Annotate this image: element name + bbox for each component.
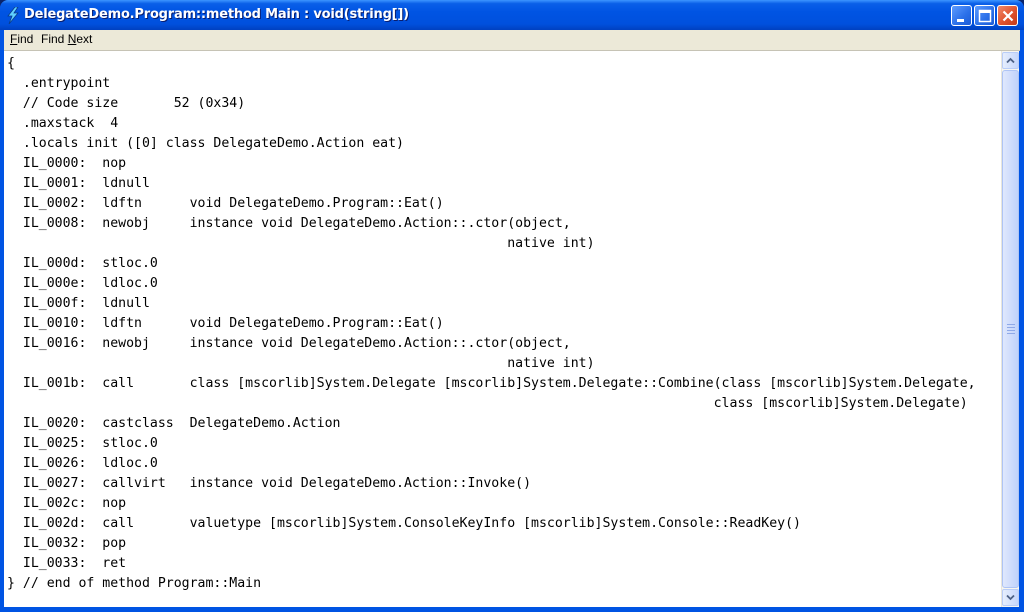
code-line: IL_0008: newobj instance void DelegateDe… — [7, 216, 571, 231]
code-line: IL_0033: ret — [7, 556, 127, 571]
code-line: IL_001b: call class [mscorlib]System.Del… — [7, 376, 976, 391]
code-line: IL_0032: pop — [7, 536, 127, 551]
minimize-icon — [957, 19, 964, 22]
menu-find[interactable]: Find — [10, 32, 33, 46]
code-line: IL_0020: castclass DelegateDemo.Action — [7, 416, 341, 431]
scroll-down-button[interactable] — [1002, 589, 1019, 606]
code-line: // Code size 52 (0x34) — [7, 96, 246, 111]
code-line: .entrypoint — [7, 76, 111, 91]
code-line: IL_002d: call valuetype [mscorlib]System… — [7, 516, 801, 531]
il-code-view[interactable]: { .entrypoint // Code size 52 (0x34) .ma… — [4, 51, 1001, 607]
title-bar[interactable]: DelegateDemo.Program::method Main : void… — [0, 0, 1024, 30]
window-frame-left — [0, 30, 4, 612]
code-line: IL_0026: ldloc.0 — [7, 456, 158, 471]
ildasm-lightning-icon — [7, 7, 19, 24]
window-title: DelegateDemo.Program::method Main : void… — [24, 7, 409, 22]
thumb-grip — [1007, 324, 1015, 325]
maximize-icon — [978, 9, 992, 23]
code-line: IL_0025: stloc.0 — [7, 436, 158, 451]
code-line: { — [7, 56, 15, 71]
code-line: .maxstack 4 — [7, 116, 119, 131]
code-line: class [mscorlib]System.Delegate) — [7, 396, 968, 411]
menu-bar: Find Find Next — [4, 30, 1020, 51]
menu-find-rest: ind — [17, 32, 34, 46]
code-line: native int) — [7, 236, 595, 251]
menu-find-next[interactable]: Find Next — [41, 32, 92, 46]
code-line: IL_0027: callvirt instance void Delegate… — [7, 476, 532, 491]
code-line: IL_0010: ldftn void DelegateDemo.Program… — [7, 316, 444, 331]
code-line: IL_000e: ldloc.0 — [7, 276, 158, 291]
close-button[interactable] — [997, 5, 1018, 26]
close-icon — [1002, 10, 1014, 22]
menu-find-mnemonic: F — [10, 32, 18, 46]
thumb-grip — [1007, 330, 1015, 331]
thumb-grip — [1007, 333, 1015, 334]
il-code: { .entrypoint // Code size 52 (0x34) .ma… — [7, 54, 976, 594]
scroll-up-button[interactable] — [1002, 52, 1019, 69]
scrollbar-thumb[interactable] — [1002, 70, 1019, 588]
chevron-down-icon — [1006, 594, 1015, 601]
menu-find-next-mnemonic: N — [67, 32, 77, 46]
thumb-grip — [1007, 327, 1015, 328]
code-line: .locals init ([0] class DelegateDemo.Act… — [7, 136, 404, 151]
code-line: IL_0016: newobj instance void DelegateDe… — [7, 336, 571, 351]
menu-find-next-rest: ext — [76, 32, 93, 46]
code-line: IL_0000: nop — [7, 156, 127, 171]
window-frame-bottom — [0, 607, 1024, 612]
code-line: IL_000f: ldnull — [7, 296, 150, 311]
chevron-up-icon — [1006, 57, 1015, 64]
menu-find-next-pre: Find — [41, 32, 68, 46]
code-line: native int) — [7, 356, 595, 371]
code-line: IL_002c: nop — [7, 496, 127, 511]
window-frame-right — [1018, 30, 1024, 612]
code-line: IL_000d: stloc.0 — [7, 256, 158, 271]
minimize-button[interactable] — [951, 5, 972, 26]
maximize-button[interactable] — [974, 5, 995, 26]
code-line: } // end of method Program::Main — [7, 576, 262, 591]
vertical-scrollbar[interactable] — [1001, 51, 1019, 607]
code-line: IL_0002: ldftn void DelegateDemo.Program… — [7, 196, 444, 211]
code-line: IL_0001: ldnull — [7, 176, 150, 191]
